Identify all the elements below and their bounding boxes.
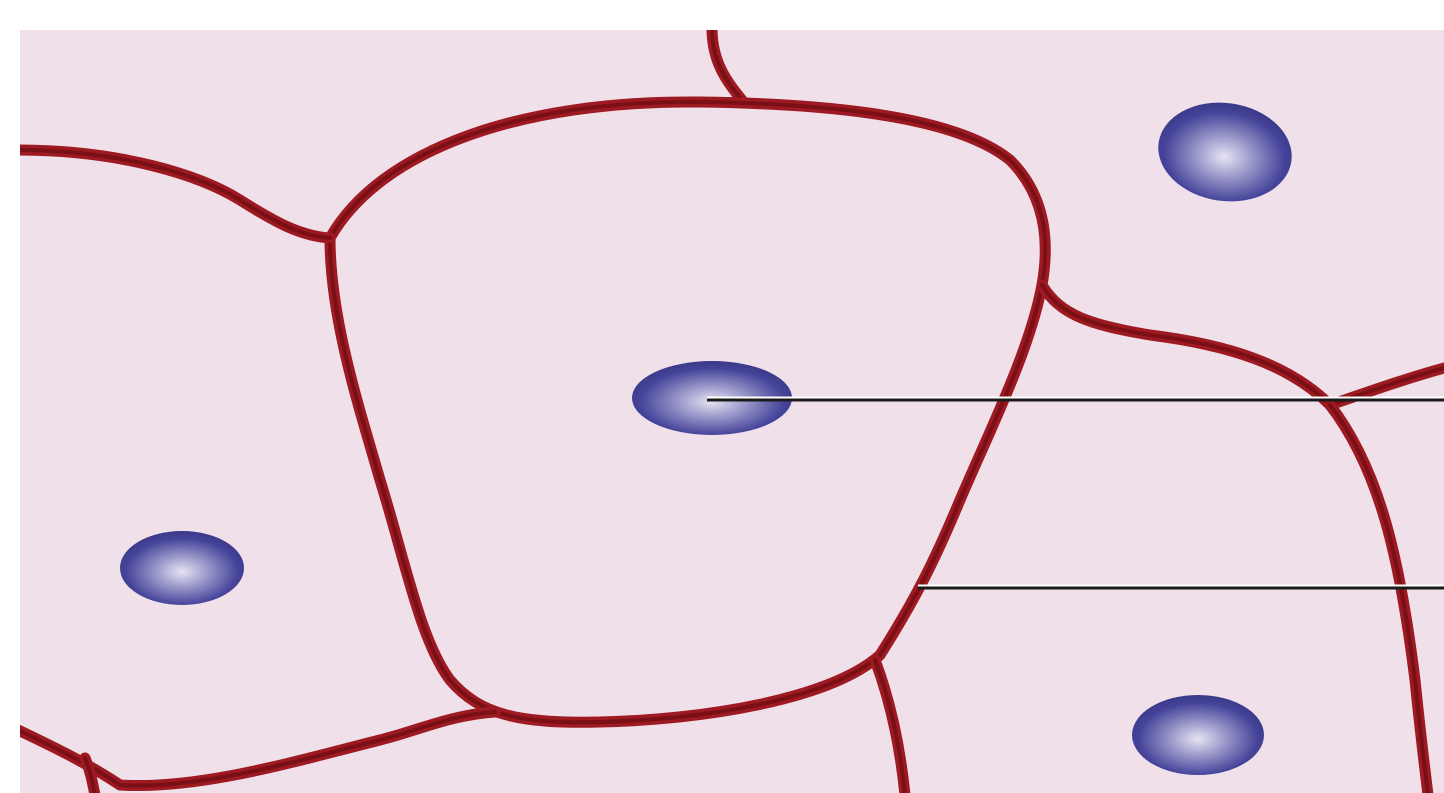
nucleus-left-cell xyxy=(120,531,244,605)
leader-line-cell-wall xyxy=(918,586,1444,588)
leader-line-nucleus xyxy=(707,398,1444,400)
nucleus-lower-right-cell xyxy=(1132,695,1264,775)
